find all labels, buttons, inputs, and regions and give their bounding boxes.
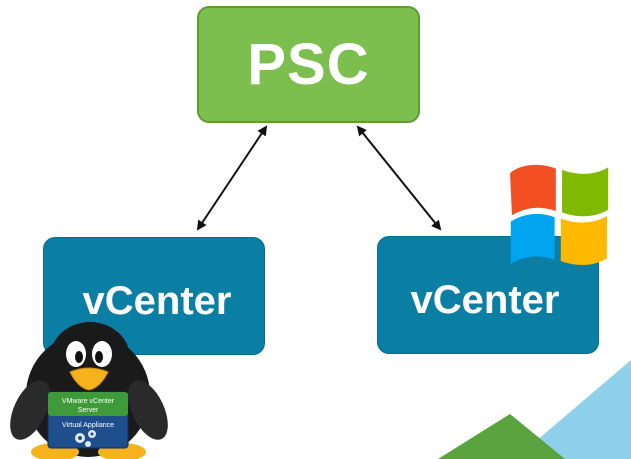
- gears-icon: [75, 430, 96, 447]
- double-arrow-psc-vcenter-right: [356, 125, 442, 231]
- corner-triangle-blue: [515, 360, 631, 459]
- badge-line-3: Virtual Appliance: [62, 422, 114, 429]
- vcenter-left-label: vCenter: [82, 278, 232, 323]
- corner-triangle-green: [438, 414, 565, 459]
- psc-label: PSC: [247, 32, 370, 97]
- badge-line-2: Server: [78, 407, 99, 414]
- psc-node: PSC: [197, 6, 420, 123]
- penguin-head: [50, 322, 130, 394]
- vcenter-right-label: vCenter: [410, 277, 560, 322]
- double-arrow-psc-vcenter-left: [196, 125, 268, 231]
- badge-line-1: VMware vCenter: [62, 398, 115, 405]
